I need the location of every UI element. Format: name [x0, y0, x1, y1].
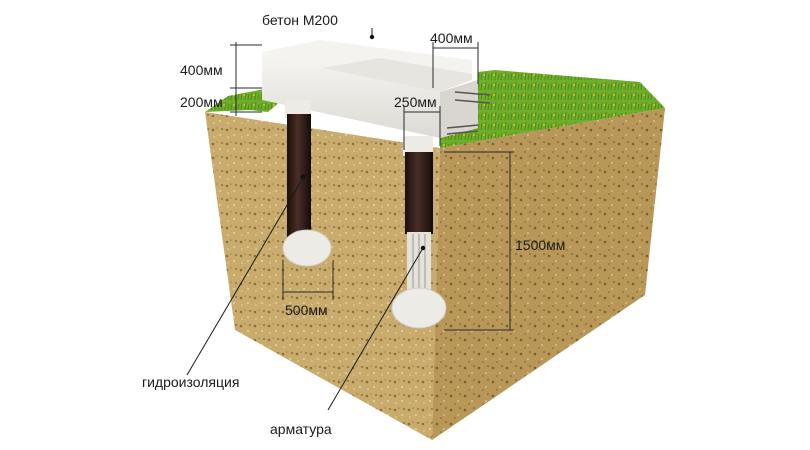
rebar-leader-dot: [420, 245, 426, 251]
dimension-lines: [230, 42, 514, 331]
concrete-beam-end: [440, 80, 478, 138]
label-base-diameter: 500мм: [285, 302, 328, 318]
label-above-ground: 200мм: [180, 94, 223, 110]
rebar-stubs: [446, 91, 491, 135]
right-pile-waterproofing: [405, 152, 433, 234]
label-waterproofing: гидроизоляция: [142, 374, 240, 390]
label-rebar: арматура: [270, 421, 332, 437]
concrete-beam-long-front: [262, 52, 440, 138]
leader-lines: [186, 28, 424, 411]
label-depth: 1500мм: [515, 237, 566, 253]
soil-block-side: [432, 108, 665, 440]
left-pile-collar: [285, 100, 311, 118]
right-pile-base: [391, 287, 447, 329]
soil-block-front: [205, 112, 440, 440]
label-pile-diameter: 250мм: [394, 94, 437, 110]
concrete-beam-return: [322, 58, 472, 92]
label-concrete: бетон М200: [262, 12, 338, 28]
concrete-leader-dot: [369, 34, 375, 40]
label-beam-width: 400мм: [430, 30, 473, 46]
left-pile-marker: [300, 174, 306, 180]
label-beam-height: 400мм: [180, 62, 223, 78]
right-pile-collar: [403, 136, 433, 156]
grass-top: [440, 70, 665, 148]
left-pile-waterproofing: [287, 114, 311, 244]
left-pile-base: [282, 229, 332, 267]
